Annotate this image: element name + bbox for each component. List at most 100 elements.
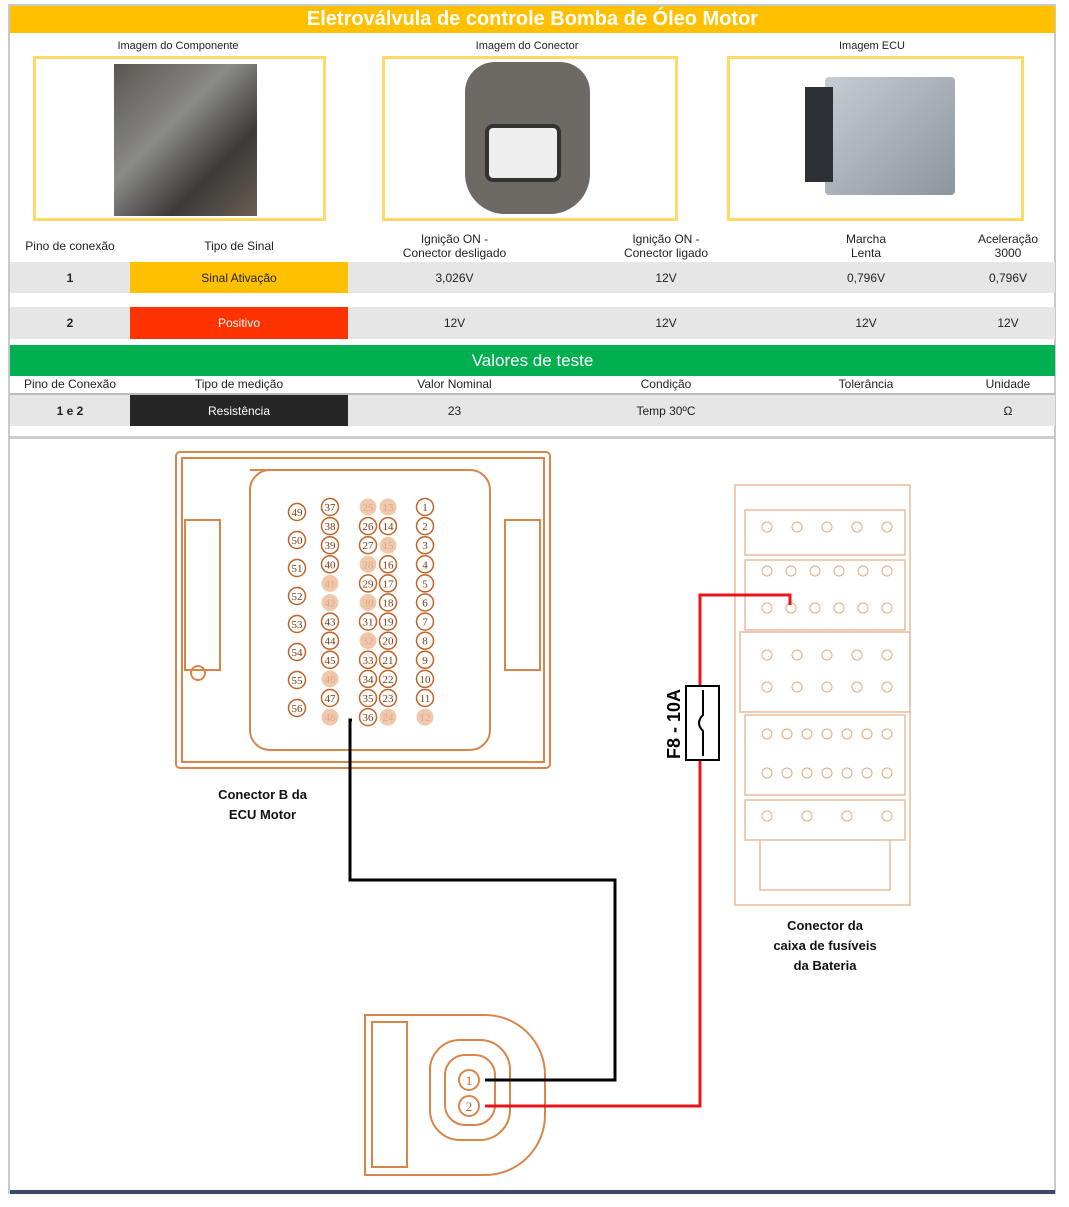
svg-text:2: 2 xyxy=(422,521,428,533)
ecu-pin-8: 8 xyxy=(415,631,435,650)
svg-text:8: 8 xyxy=(422,636,428,648)
fuse-label: F8 - 10A xyxy=(664,689,684,759)
svg-text:16: 16 xyxy=(383,559,395,571)
svg-text:33: 33 xyxy=(363,655,375,667)
svg-text:34: 34 xyxy=(363,674,375,686)
fuse-box-terminal xyxy=(833,602,845,614)
svg-text:25: 25 xyxy=(363,502,375,514)
svg-text:40: 40 xyxy=(325,559,337,571)
svg-text:36: 36 xyxy=(363,712,375,724)
ecu-image-label: Imagem ECU xyxy=(838,40,906,52)
svg-text:18: 18 xyxy=(383,598,395,610)
fuse-box-terminal xyxy=(841,728,853,740)
svg-text:39: 39 xyxy=(325,540,337,552)
svg-text:54: 54 xyxy=(292,647,304,659)
ecu-pin-49: 49 xyxy=(287,502,307,522)
svg-text:1: 1 xyxy=(466,1073,473,1088)
ecu-pin-19: 19 xyxy=(378,612,398,631)
ecu-pin-54: 54 xyxy=(287,642,307,662)
ecu-pin-32: 32 xyxy=(359,632,377,650)
svg-text:37: 37 xyxy=(325,502,337,514)
svg-text:28: 28 xyxy=(363,559,375,571)
ecu-pin-21: 21 xyxy=(378,650,398,670)
ecu-pin-1: 1 xyxy=(415,497,435,517)
footer-bar xyxy=(10,1190,1055,1194)
ecu-pin-11: 11 xyxy=(415,688,435,708)
ecu-pin-30: 30 xyxy=(359,594,377,611)
svg-text:14: 14 xyxy=(383,521,395,533)
svg-text:27: 27 xyxy=(363,540,375,552)
fuse-box-terminal xyxy=(801,810,813,822)
fuse-box-terminal xyxy=(881,602,893,614)
ecu-pin-34: 34 xyxy=(358,669,378,689)
svg-text:15: 15 xyxy=(383,540,395,552)
fuse-box-terminal xyxy=(791,649,803,661)
fuse-box-terminal xyxy=(809,565,821,577)
ecu-pin-35: 35 xyxy=(358,688,378,708)
component-image xyxy=(33,56,326,221)
fuse-box-terminal xyxy=(881,521,893,533)
svg-text:6: 6 xyxy=(422,598,428,610)
svg-text:4: 4 xyxy=(422,559,428,571)
unit: Ω xyxy=(1003,403,1013,418)
svg-text:12: 12 xyxy=(420,712,431,724)
svg-text:7: 7 xyxy=(422,617,428,629)
connector-image-label: Imagem do Conector xyxy=(475,40,579,52)
svg-text:3: 3 xyxy=(422,540,428,552)
ecu-pin-16: 16 xyxy=(378,555,398,574)
svg-text:41: 41 xyxy=(325,578,336,590)
svg-text:53: 53 xyxy=(292,619,304,631)
ecu-pin-27: 27 xyxy=(358,535,378,555)
ecu-pin-20: 20 xyxy=(378,631,398,650)
ecu-connector-label: Conector B da ECU Motor xyxy=(218,787,307,822)
fuse-box-connector-drawing xyxy=(734,484,911,906)
header: Tipo de medição xyxy=(194,377,284,391)
ecu-image xyxy=(727,56,1024,221)
ecu-pin-10: 10 xyxy=(415,669,435,689)
page-title: Eletroválvula de controle Bomba de Óleo … xyxy=(10,6,1055,33)
fuse-box-terminal xyxy=(841,767,853,779)
value: 12V xyxy=(655,270,677,285)
test-values-title: Valores de teste xyxy=(10,345,1055,376)
component-pin-1: 1 xyxy=(458,1069,480,1091)
fuse-box-terminal xyxy=(761,728,773,740)
nominal-value: 23 xyxy=(447,403,462,418)
svg-text:35: 35 xyxy=(363,693,375,705)
ecu-pin-55: 55 xyxy=(287,670,307,690)
ecu-pin-43: 43 xyxy=(320,612,340,631)
svg-text:38: 38 xyxy=(325,521,337,533)
positive-wire xyxy=(485,593,792,1108)
header: Condição xyxy=(640,377,692,391)
ecu-connector-drawing xyxy=(175,451,551,769)
ecu-pin-14: 14 xyxy=(378,516,398,536)
fuse-box-terminal xyxy=(861,767,873,779)
svg-text:24: 24 xyxy=(383,712,395,724)
fuse-box-terminal xyxy=(881,565,893,577)
component-connector-drawing xyxy=(364,1014,546,1176)
pin: 1 e 2 xyxy=(56,403,84,418)
svg-text:21: 21 xyxy=(383,655,394,667)
fuse-box-terminal xyxy=(781,728,793,740)
fuse-box-terminal xyxy=(791,521,803,533)
ecu-pin-47: 47 xyxy=(320,688,340,708)
svg-text:44: 44 xyxy=(325,636,337,648)
ecu-pin-6: 6 xyxy=(415,593,435,612)
ecu-pin-42: 42 xyxy=(321,594,339,611)
ecu-pin-48: 48 xyxy=(321,708,339,726)
fuse-box-terminal xyxy=(833,565,845,577)
header-ign-on-connected: Ignição ON - Conector ligado xyxy=(623,232,709,260)
svg-text:42: 42 xyxy=(325,598,336,610)
fuse-box-terminal xyxy=(841,810,853,822)
svg-text:1: 1 xyxy=(422,502,428,514)
svg-text:55: 55 xyxy=(292,675,304,687)
component-pin-2: 2 xyxy=(458,1095,480,1117)
ecu-pin-40: 40 xyxy=(320,555,340,574)
fuse-box-terminal xyxy=(881,681,893,693)
fuse-box-terminal xyxy=(851,681,863,693)
divider xyxy=(10,436,1055,439)
header-accel-3000: Aceleração 3000 xyxy=(977,232,1039,260)
fuse-box-terminal xyxy=(821,728,833,740)
ecu-pin-17: 17 xyxy=(378,574,398,593)
